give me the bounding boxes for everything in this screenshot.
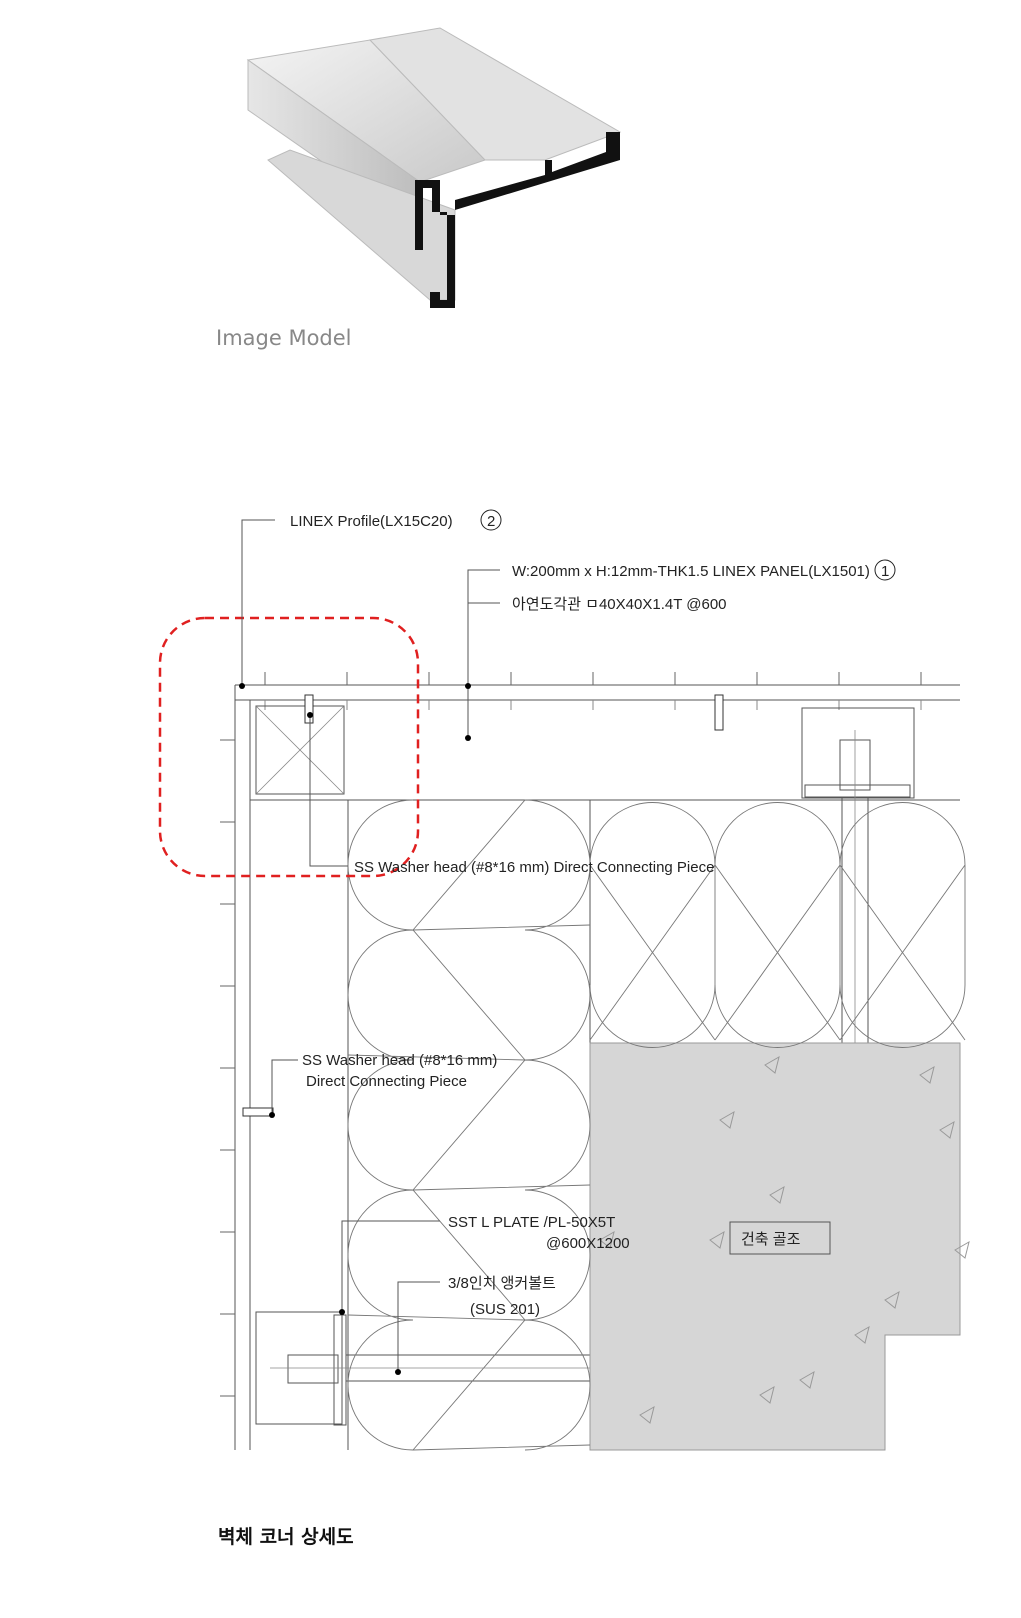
label-washer-top: SS Washer head (#8*16 mm) Direct Connect…	[354, 859, 714, 876]
drawing-stroke	[347, 1319, 591, 1451]
leader-lines	[239, 519, 831, 1375]
drawing-stroke	[939, 1120, 955, 1139]
drawing-stroke	[719, 1110, 735, 1129]
drawing-stroke	[919, 1065, 935, 1084]
label-anchor-1: 3/8인치 앵커볼트	[448, 1275, 556, 1292]
label-structure: 건축 골조	[741, 1231, 801, 1248]
label-panel: W:200mm x H:12mm-THK1.5 LINEX PANEL(LX15…	[512, 563, 870, 580]
label-plate-1: SST L PLATE /PL-50X5T	[448, 1214, 615, 1231]
drawing-stroke	[884, 1290, 900, 1309]
drawing-stroke	[714, 802, 841, 1048]
drawing-stroke	[759, 1385, 775, 1404]
label-washer-side-1: SS Washer head (#8*16 mm)	[302, 1052, 497, 1069]
label-plate-2: @600X1200	[546, 1235, 630, 1252]
label-anchor-2: (SUS 201)	[470, 1301, 540, 1318]
profile-3d-model	[246, 27, 622, 308]
label-profile-number: 2	[487, 513, 495, 530]
concrete-aggregate	[599, 1055, 970, 1424]
label-profile: LINEX Profile(LX15C20)	[290, 513, 453, 530]
drawing-stroke	[639, 1405, 655, 1424]
drawing-stroke	[709, 1230, 725, 1249]
drawing-stroke	[589, 802, 716, 1048]
drawing-stroke	[954, 1240, 970, 1259]
image-model-caption: Image Model	[216, 326, 352, 350]
drawing-stroke	[769, 1185, 785, 1204]
insulation	[347, 799, 966, 1451]
drawing-stroke	[799, 1370, 815, 1389]
drawing-stroke	[347, 1189, 591, 1321]
drawing-stroke	[839, 802, 966, 1048]
drawing-title: 벽체 코너 상세도	[218, 1526, 354, 1548]
drawing-stroke	[764, 1055, 780, 1074]
label-washer-side-2: Direct Connecting Piece	[306, 1073, 467, 1090]
drawing-stroke	[347, 929, 591, 1061]
drawing-stroke	[347, 1059, 591, 1191]
label-panel-number: 1	[881, 563, 889, 580]
highlight-box	[158, 616, 420, 878]
drawing-stroke	[854, 1325, 870, 1344]
label-pipe: 아연도각관 ㅁ40X40X1.4T @600	[512, 596, 727, 613]
drawing-stroke	[599, 1230, 615, 1249]
